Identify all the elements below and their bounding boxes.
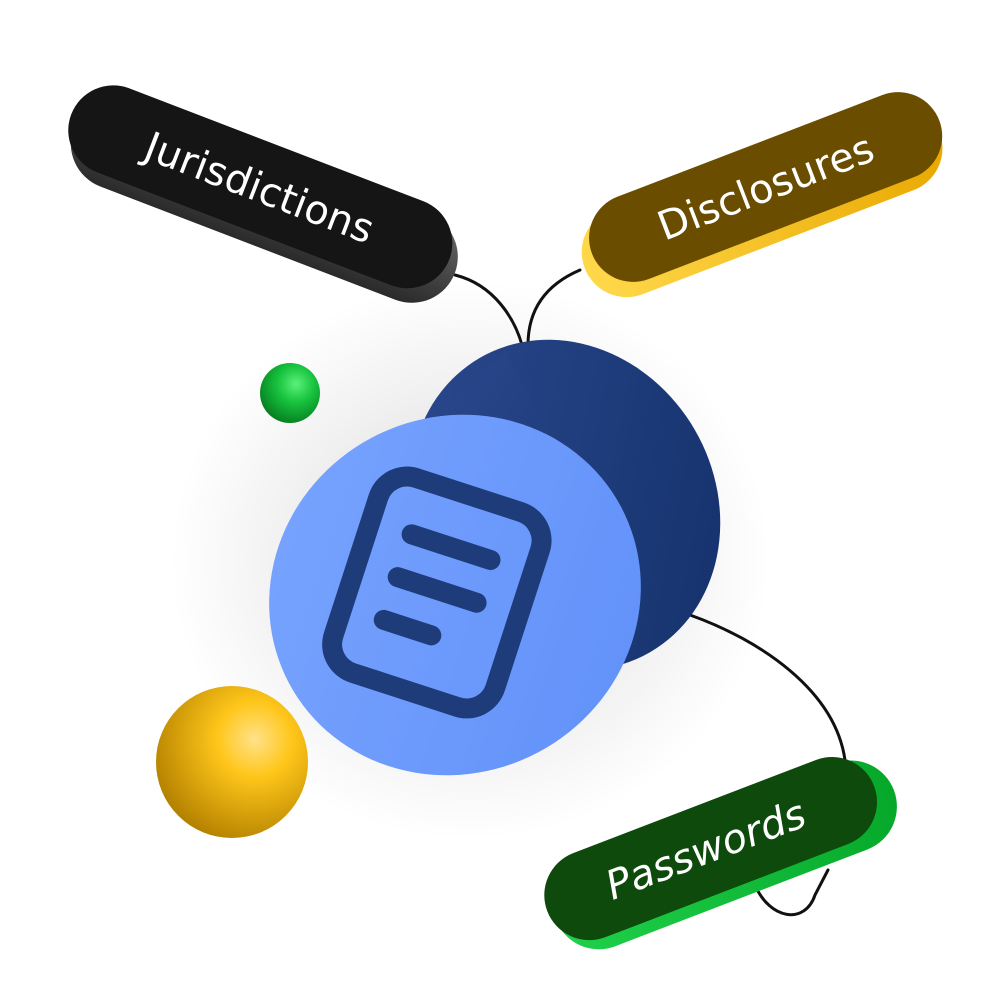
- tag-disclosures-body: [589, 92, 943, 282]
- connector-passwords-bottom: [753, 868, 830, 917]
- connectors: [453, 268, 847, 917]
- connector-disclosures: [526, 268, 582, 347]
- connector-jurisdictions: [453, 273, 524, 347]
- green-sphere: [260, 363, 320, 423]
- document-icon: [322, 466, 552, 719]
- yellow-sphere: [156, 686, 308, 838]
- tag-jurisdictions: Jurisdictions: [68, 85, 458, 303]
- tag-disclosures: Disclosures: [581, 92, 943, 298]
- tag-passwords-body: [544, 756, 878, 941]
- connector-passwords-top: [688, 613, 847, 762]
- document-hub: [269, 339, 721, 776]
- tag-jurisdictions-body: [68, 85, 453, 289]
